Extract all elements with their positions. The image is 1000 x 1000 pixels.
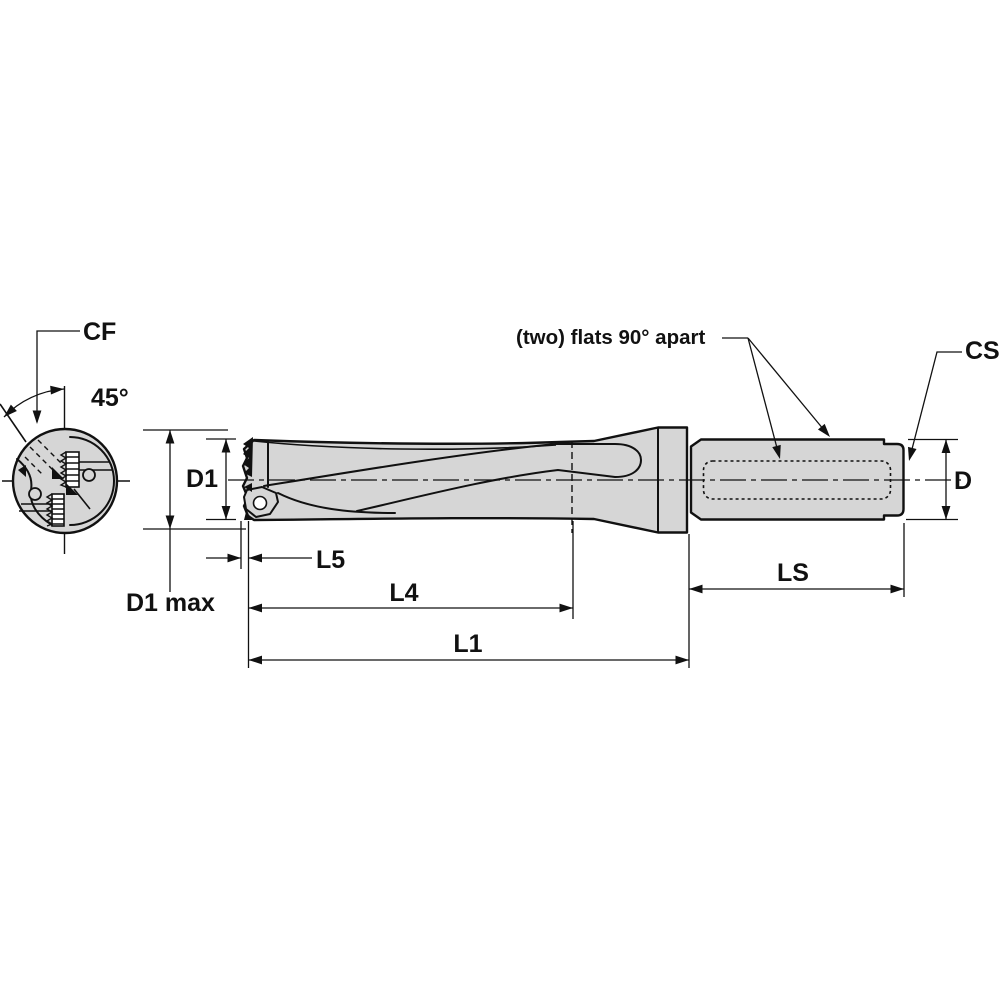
front-pocket-wedge-2 bbox=[66, 483, 78, 495]
tip-serrated-edge bbox=[243, 437, 253, 477]
dimension-l4: L4 bbox=[248, 521, 574, 619]
label-d1: D1 bbox=[186, 465, 218, 493]
label-l4: L4 bbox=[389, 579, 418, 607]
label-d: D bbox=[954, 467, 972, 495]
coolant-hole-right bbox=[82, 468, 96, 482]
label-l1: L1 bbox=[453, 630, 482, 658]
label-ls: LS bbox=[777, 559, 809, 587]
dimension-d1-max: D1 max bbox=[126, 429, 246, 617]
flats-callout: (two) flats 90° apart bbox=[516, 326, 834, 461]
tip-pocket-curve bbox=[277, 492, 396, 514]
dimension-l5: L5 bbox=[206, 521, 345, 668]
label-d1-max: D1 max bbox=[126, 589, 215, 617]
cs-callout: CS bbox=[904, 337, 1000, 463]
flute-edge-2 bbox=[253, 440, 557, 451]
cf-callout: CF bbox=[32, 318, 116, 424]
front-view bbox=[2, 386, 130, 554]
front-pocket-lines-left bbox=[19, 503, 52, 512]
front-hidden-lines bbox=[24, 439, 63, 475]
cs-leader bbox=[910, 351, 962, 454]
dimensions: D1 max D1 L5 L4 bbox=[126, 429, 972, 668]
front-edge-line bbox=[73, 488, 91, 510]
angle-callout: 45° bbox=[0, 384, 129, 443]
label-l5: L5 bbox=[316, 546, 345, 574]
cf-leader bbox=[36, 330, 80, 422]
angle-label: 45° bbox=[91, 384, 129, 412]
side-insert bbox=[243, 483, 279, 520]
coolant-hole-left bbox=[28, 487, 42, 501]
angle-reference-line bbox=[0, 403, 27, 443]
front-pocket-wedge-1 bbox=[52, 467, 64, 479]
dimension-d1: D1 bbox=[186, 438, 236, 521]
flats-arrow-line-2 bbox=[747, 337, 778, 449]
front-inner-arc-right bbox=[69, 436, 115, 526]
flats-arrow-line-1 bbox=[747, 337, 825, 431]
dimension-d: D bbox=[906, 438, 972, 521]
front-pocket-wedge-3 bbox=[18, 465, 26, 477]
dimension-ls: LS bbox=[689, 523, 905, 597]
cs-label: CS bbox=[965, 337, 1000, 365]
flute-runout bbox=[356, 443, 643, 512]
cf-label: CF bbox=[83, 318, 116, 346]
side-view bbox=[228, 426, 963, 534]
flats-note-label: (two) flats 90° apart bbox=[516, 326, 705, 349]
dimension-l1: L1 bbox=[248, 534, 690, 668]
